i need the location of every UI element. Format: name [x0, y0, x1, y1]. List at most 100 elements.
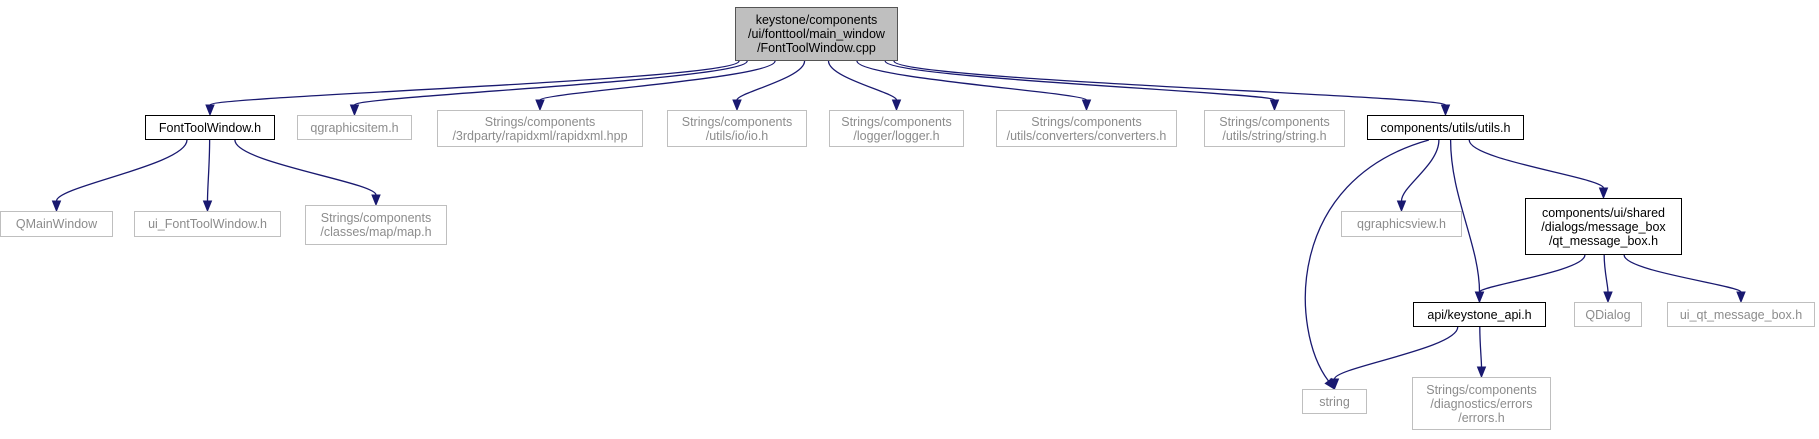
- node-qgraphicsview-h[interactable]: qgraphicsview.h: [1341, 211, 1462, 237]
- node-label: Strings/components/classes/map/map.h: [320, 211, 431, 239]
- arrowhead: [1396, 200, 1407, 213]
- node-qgraphicsitem-h[interactable]: qgraphicsitem.h: [297, 115, 412, 140]
- edge-fonttoolwindow-h-to-map-h: [234, 139, 377, 196]
- arrowhead: [349, 104, 360, 117]
- node-logger-h[interactable]: Strings/components/logger/logger.h: [829, 110, 964, 147]
- node-label-line: QMainWindow: [15, 217, 98, 231]
- node-qdialog[interactable]: QDialog: [1574, 302, 1642, 327]
- arrowhead: [1329, 378, 1340, 391]
- node-label-line: /utils/converters/converters.h: [1006, 128, 1167, 143]
- node-label-line: /ui/fonttool/main_window: [748, 27, 885, 41]
- node-fonttoolwindow-h[interactable]: FontToolWindow.h: [145, 115, 275, 140]
- node-label-line: Strings/components: [1426, 382, 1537, 397]
- node-label: ui_qt_message_box.h: [1680, 308, 1802, 322]
- node-label-line: Strings/components: [681, 114, 793, 129]
- node-label-line: Strings/components: [484, 114, 596, 129]
- node-label: qgraphicsitem.h: [310, 121, 398, 135]
- edge-utils-h-to-qt-message-box-h: [1468, 139, 1605, 189]
- arrowhead: [535, 99, 545, 112]
- node-rapidxml-hpp[interactable]: Strings/components/3rdparty/rapidxml/rap…: [437, 110, 643, 147]
- edge-root-to-rapidxml-hpp: [539, 60, 776, 101]
- node-label-line: /dialogs/message_box: [1541, 219, 1666, 234]
- arrowhead: [1474, 291, 1485, 304]
- edge-root-to-converters-h: [856, 60, 1088, 101]
- node-label: Strings/components/utils/string/string.h: [1219, 115, 1329, 143]
- node-label-line: api/keystone_api.h: [1427, 307, 1532, 322]
- node-label: Strings/components/diagnostics/errors/er…: [1426, 383, 1536, 425]
- node-label-line: ui_qt_message_box.h: [1679, 307, 1803, 322]
- edge-root-to-utils-h: [893, 60, 1447, 106]
- node-label-line: qgraphicsitem.h: [310, 120, 399, 135]
- node-label: Strings/components/logger/logger.h: [841, 115, 951, 143]
- node-label-line: /classes/map/map.h: [320, 225, 432, 239]
- node-label-line: Strings/components: [1219, 114, 1330, 129]
- node-label: keystone/components/ui/fonttool/main_win…: [748, 13, 885, 55]
- edge-root-to-qgraphicsitem-h: [353, 60, 748, 106]
- arrowhead: [1598, 187, 1609, 200]
- node-utils-h[interactable]: components/utils/utils.h: [1367, 115, 1524, 140]
- edge-root-to-io-h: [736, 60, 806, 101]
- node-label-line: Strings/components: [320, 211, 432, 225]
- node-label-line: /diagnostics/errors: [1430, 396, 1533, 411]
- node-map-h[interactable]: Strings/components/classes/map/map.h: [305, 205, 447, 245]
- arrowhead: [891, 99, 902, 112]
- node-label: components/ui/shared/dialogs/message_box…: [1541, 206, 1665, 248]
- node-string-h[interactable]: Strings/components/utils/string/string.h: [1204, 110, 1345, 147]
- arrowhead: [1603, 291, 1613, 304]
- edge-qt-message-box-h-to-keystone-api-h: [1478, 254, 1586, 293]
- node-label-line: Strings/components: [841, 114, 952, 129]
- node-label-line: /3rdparty/rapidxml/rapidxml.hpp: [452, 128, 628, 143]
- arrowhead: [732, 99, 742, 112]
- node-label: Strings/components/3rdparty/rapidxml/rap…: [452, 115, 627, 143]
- node-root[interactable]: keystone/components/ui/fonttool/main_win…: [735, 7, 898, 61]
- node-label: qgraphicsview.h: [1357, 217, 1446, 231]
- arrowhead: [1269, 99, 1280, 112]
- arrowhead: [51, 200, 62, 213]
- node-label: Strings/components/utils/io/io.h: [682, 115, 792, 143]
- arrowhead: [371, 194, 381, 207]
- node-label: Strings/components/utils/converters/conv…: [1007, 115, 1167, 143]
- arrowhead: [205, 104, 215, 117]
- edge-fonttoolwindow-h-to-qmainwindow: [55, 139, 188, 202]
- node-label-line: /utils/io/io.h: [705, 128, 769, 143]
- node-label-line: string: [1319, 394, 1350, 409]
- node-label: QDialog: [1585, 308, 1630, 322]
- edge-utils-h-to-string: [1304, 139, 1430, 382]
- node-string[interactable]: string: [1302, 389, 1367, 414]
- node-ui-fonttoolwindow-h[interactable]: ui_FontToolWindow.h: [134, 211, 281, 237]
- node-qmainwindow[interactable]: QMainWindow: [0, 211, 113, 237]
- node-qt-message-box-h[interactable]: components/ui/shared/dialogs/message_box…: [1525, 198, 1682, 255]
- node-label: components/utils/utils.h: [1381, 121, 1511, 135]
- node-label-line: /logger/logger.h: [853, 128, 940, 143]
- node-label-line: Strings/components: [1031, 114, 1142, 129]
- edge-qt-message-box-h-to-ui-qt-message-box-h: [1623, 254, 1742, 293]
- node-label-line: ui_FontToolWindow.h: [148, 217, 267, 231]
- node-converters-h[interactable]: Strings/components/utils/converters/conv…: [996, 110, 1177, 147]
- node-label: FontToolWindow.h: [159, 121, 261, 135]
- edge-fonttoolwindow-h-to-ui-fonttoolwindow-h: [206, 139, 211, 202]
- arrowhead: [1476, 366, 1487, 379]
- node-errors-h[interactable]: Strings/components/diagnostics/errors/er…: [1412, 377, 1551, 430]
- edge-utils-h-to-qgraphicsview-h: [1400, 139, 1440, 202]
- node-label: QMainWindow: [16, 217, 97, 231]
- node-keystone-api-h[interactable]: api/keystone_api.h: [1413, 302, 1546, 327]
- arrowhead: [1736, 291, 1746, 304]
- edge-utils-h-to-keystone-api-h: [1449, 139, 1481, 293]
- node-io-h[interactable]: Strings/components/utils/io/io.h: [667, 110, 807, 147]
- node-label: string: [1319, 395, 1350, 409]
- arrowhead: [1081, 99, 1092, 112]
- node-label-line: qgraphicsview.h: [1357, 217, 1446, 231]
- node-label-line: /FontToolWindow.cpp: [757, 41, 876, 55]
- node-label-line: /qt_message_box.h: [1548, 233, 1659, 248]
- node-label-line: components/ui/shared: [1541, 205, 1665, 220]
- edge-qt-message-box-h-to-qdialog: [1603, 254, 1609, 293]
- arrowhead: [202, 200, 213, 213]
- edge-keystone-api-h-to-errors-h: [1479, 326, 1483, 368]
- node-label: ui_FontToolWindow.h: [148, 217, 267, 231]
- node-label-line: FontToolWindow.h: [158, 120, 262, 135]
- edge-layer: [51, 60, 1746, 391]
- node-ui-qt-message-box-h[interactable]: ui_qt_message_box.h: [1667, 302, 1815, 327]
- arrowhead: [1440, 104, 1451, 117]
- node-label: api/keystone_api.h: [1427, 308, 1531, 322]
